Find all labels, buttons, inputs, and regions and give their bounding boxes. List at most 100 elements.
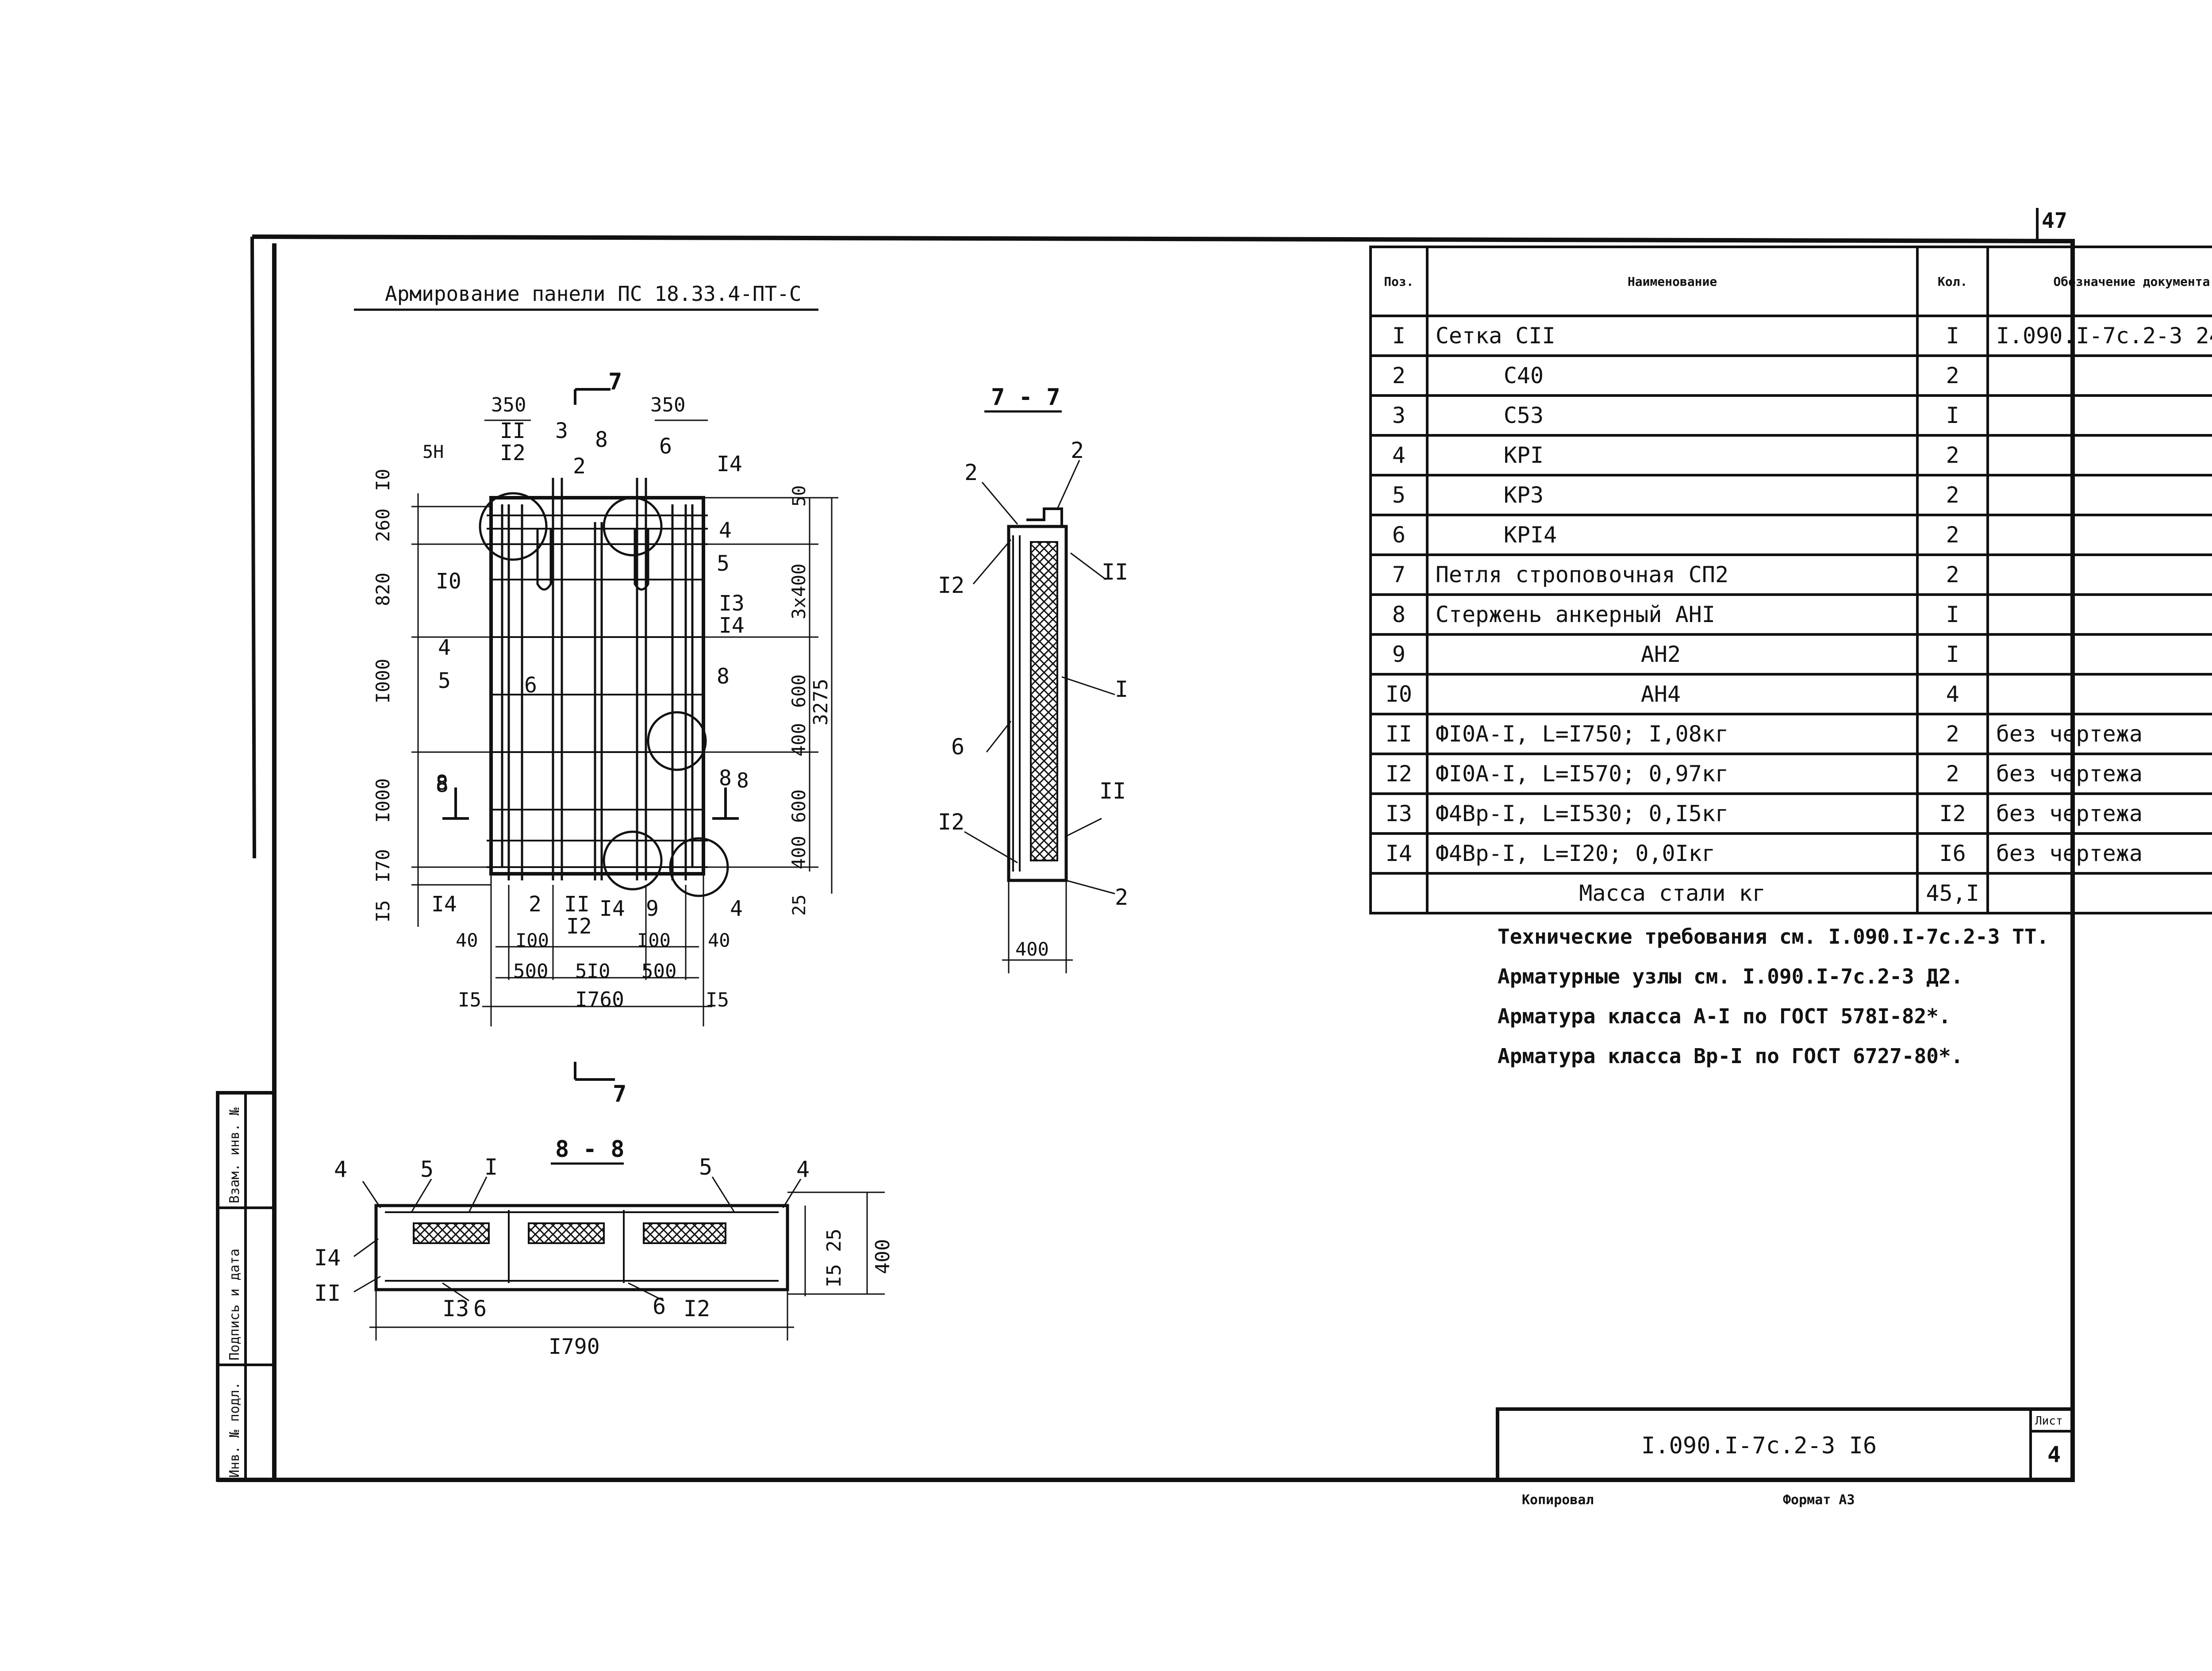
dim-right-3: 400 xyxy=(788,723,810,757)
row-qty: 2 xyxy=(1916,713,1989,755)
row-name: Стержень анкерный АНI xyxy=(1425,593,1919,636)
page-number: 47 xyxy=(2042,208,2067,233)
title-block: I.090.I-7c.2-3 I6 Лист 4 xyxy=(1496,1407,2074,1482)
plan-label: 5 xyxy=(717,551,730,576)
row-pos: I4 xyxy=(1369,832,1429,875)
row-name: АН2 xyxy=(1425,633,1919,676)
plan-label: I3 xyxy=(719,591,745,616)
dim-bottom-2: I00 xyxy=(637,930,671,951)
dim-bottom-0: 40 xyxy=(456,930,478,951)
row-pos: 7 xyxy=(1369,553,1429,596)
row-pos: II xyxy=(1369,713,1429,755)
row-qty: 2 xyxy=(1916,474,1989,516)
row-qty: 2 xyxy=(1916,553,1989,596)
section-7-7-pos: 6 xyxy=(951,734,964,760)
note-tech-requirements: Технические требования см. I.090.I-7c.2-… xyxy=(1498,925,2049,949)
section-8-8-pos: 6 xyxy=(473,1296,487,1321)
drawing-title: Армирование панели ПС 18.33.4-ПТ-С xyxy=(385,282,802,306)
section-8-8-pos: 4 xyxy=(334,1156,347,1182)
section-8-8-pos: I4 xyxy=(314,1245,341,1271)
row-qty: 2 xyxy=(1916,434,1989,476)
table-row: 9 АН2 I 45 xyxy=(1369,633,2212,676)
header-qty: Кол. xyxy=(1916,246,1989,317)
dim-overall-left: I5 xyxy=(458,989,481,1011)
row-pos: I3 xyxy=(1369,792,1429,835)
note-class-a1: Арматура класса А-I по ГОСТ 578I-82*. xyxy=(1498,1004,1951,1028)
row-pos: 9 xyxy=(1369,633,1429,676)
plan-label: 4 xyxy=(730,896,743,921)
plan-label: 4 xyxy=(719,518,732,543)
row-qty: I xyxy=(1916,593,1989,636)
row-qty: I xyxy=(1916,633,1989,676)
row-qty: I6 xyxy=(1916,832,1989,875)
dim-spacing-2: 500 xyxy=(641,960,676,983)
section-8-8-pos: I xyxy=(484,1154,498,1180)
section-7-7-depth: 400 xyxy=(1015,938,1049,960)
row-pos: 8 xyxy=(1369,593,1429,636)
row-name: АН4 xyxy=(1425,673,1919,715)
section-8-8-dim: I790 xyxy=(549,1334,600,1359)
dim-right-2: 600 xyxy=(788,674,810,708)
section-8-8-pos: 4 xyxy=(796,1156,810,1182)
note-reinforcement-nodes: Арматурные узлы см. I.090.I-7c.2-3 Д2. xyxy=(1498,964,1963,988)
table-row: I3 Ф4Вр-I, L=I530; 0,I5кг I2 без чертежа xyxy=(1369,792,2212,835)
dim-left-6: I5 xyxy=(372,900,394,922)
table-row: 6 КРI4 2 37 xyxy=(1369,514,2212,556)
total-label: Масса стали кг xyxy=(1425,872,1919,914)
section-8-8-pos: 5 xyxy=(420,1156,434,1182)
dim-right-1: 3x400 xyxy=(788,564,810,619)
row-qty: I xyxy=(1916,315,1989,357)
dim-spacing-0: 500 xyxy=(513,960,548,983)
footer-copied: Копировал xyxy=(1522,1492,1594,1508)
side-stamp-inventory: Инв. № подл. xyxy=(227,1382,242,1478)
dim-left-2: 820 xyxy=(372,572,394,606)
table-row: 7 Петля строповочная СП2 2 47 xyxy=(1369,553,2212,596)
plan-label: II xyxy=(564,892,590,917)
row-pos: 5 xyxy=(1369,474,1429,516)
dim-left-1: 260 xyxy=(372,508,394,542)
section-7-7-pos: II xyxy=(1099,778,1126,804)
plan-label: I4 xyxy=(431,892,457,917)
row-name: С53 xyxy=(1425,394,1919,437)
dim-bottom-1: I00 xyxy=(515,930,549,951)
side-stamp-replace: Взам. инв. № xyxy=(227,1107,242,1203)
row-name: С40 xyxy=(1425,354,1919,397)
row-name: КР3 xyxy=(1425,474,1919,516)
plan-label: I0 xyxy=(436,569,461,594)
row-name: КРI xyxy=(1425,434,1919,476)
plan-label: 2 xyxy=(529,892,541,917)
total-doc xyxy=(1986,872,2212,914)
table-row: I2 ФI0А-I, L=I570; 0,97кг 2 без чертежа xyxy=(1369,753,2212,795)
plan-label: 8 xyxy=(717,664,730,689)
dim-overall-right: I5 xyxy=(706,989,729,1011)
table-row: 8 Стержень анкерный АНI I 45 xyxy=(1369,593,2212,636)
table-row: 3 С53 I 32 xyxy=(1369,394,2212,437)
dim-right-5: 400 xyxy=(788,836,810,869)
row-pos: I0 xyxy=(1369,673,1429,715)
note-class-vr1: Арматура класса Вр-I по ГОСТ 6727-80*. xyxy=(1498,1044,1963,1068)
section-8-8-dim: 400 xyxy=(872,1239,894,1274)
section-7-7-pos: I2 xyxy=(938,572,964,598)
plan-label: 6 xyxy=(659,434,672,459)
row-pos: 4 xyxy=(1369,434,1429,476)
row-name: ФI0А-I, L=I570; 0,97кг xyxy=(1425,753,1919,795)
dim-left-4: I000 xyxy=(372,778,394,823)
plan-label: 8 xyxy=(595,427,608,452)
plan-label: 9 xyxy=(646,896,659,921)
section-8-8-dim: 25 xyxy=(823,1229,845,1252)
table-row: I Сетка СII I I.090.I-7c.2-3 24 xyxy=(1369,315,2212,357)
row-name: ФI0А-I, L=I750; I,08кг xyxy=(1425,713,1919,755)
section-8-8-pos: II xyxy=(314,1280,341,1306)
plan-label: 5H xyxy=(422,442,444,462)
plan-view: 7 7 8 8 350 350 I0 260 820 I000 I000 I70… xyxy=(372,369,838,1107)
row-name: КРI4 xyxy=(1425,514,1919,556)
dim-spacing-1: 5I0 xyxy=(575,960,610,983)
row-doc: 3I xyxy=(1986,354,2212,397)
table-row: 4 КРI 2 34 xyxy=(1369,434,2212,476)
row-doc: без чертежа xyxy=(1986,753,2212,795)
sheet-label: Лист xyxy=(2035,1414,2063,1428)
row-pos: 6 xyxy=(1369,514,1429,556)
side-stamp: Взам. инв. № Подпись и дата Инв. № подл. xyxy=(216,1091,276,1482)
header-name: Наименование xyxy=(1425,246,1919,317)
